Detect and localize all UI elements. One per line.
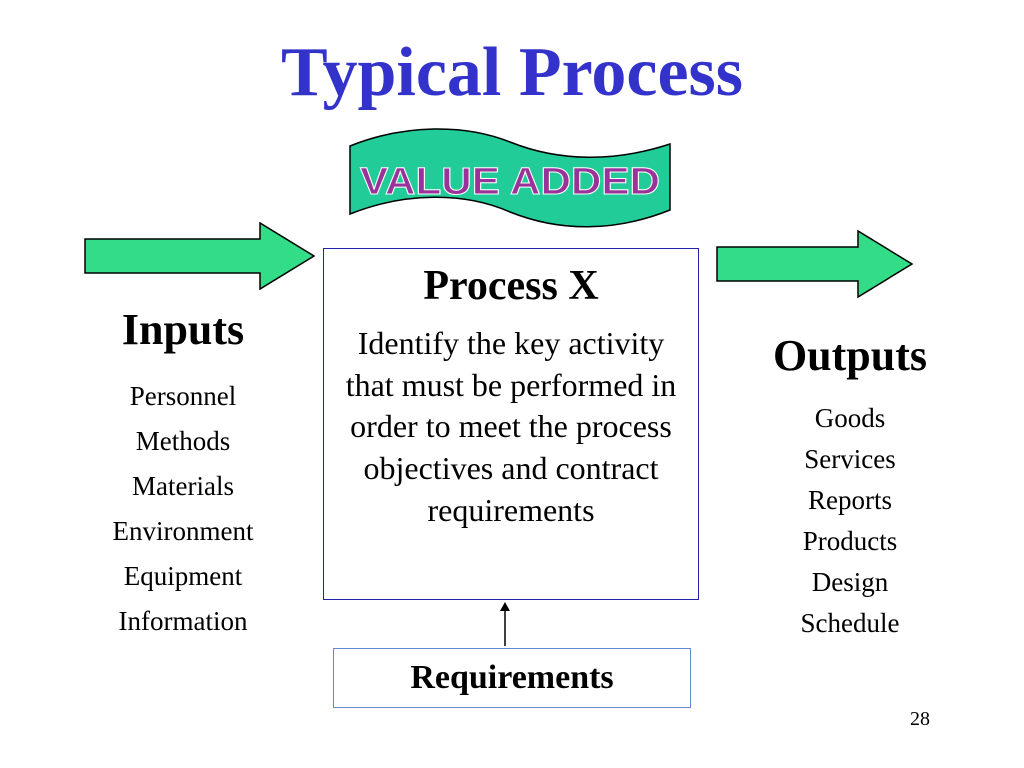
process-description: Identify the key activity that must be p… [345,325,677,528]
input-item: Environment [112,516,254,546]
outputs-list: Goods Services Reports Products Design S… [750,398,950,644]
page-number: 28 [910,708,930,730]
banner-shape [349,128,671,228]
value-added-banner: VALUE ADDED [349,128,671,228]
banner-text: VALUE ADDED [360,161,660,203]
inputs-list: Personnel Methods Materials Environment … [80,374,286,644]
input-arrow [84,221,316,291]
process-box: Process X Identify the key activity that… [323,248,699,600]
output-item: Goods [814,403,886,433]
output-item: Reports [808,485,892,515]
output-item: Services [804,444,896,474]
inputs-heading: Inputs [121,305,245,354]
outputs-heading: Outputs [772,331,928,380]
output-item: Products [802,526,898,556]
input-item: Materials [132,471,234,501]
process-title: Process X [423,263,599,309]
inputs-column: Inputs Personnel Methods Materials Envir… [80,308,286,644]
output-item: Design [811,567,889,597]
input-item: Personnel [129,381,237,411]
output-item: Schedule [800,608,900,638]
output-arrow [716,229,914,299]
input-item: Methods [135,426,231,456]
requirements-box: Requirements [333,648,691,708]
requirements-arrow [500,602,510,646]
outputs-column: Outputs Goods Services Reports Products … [750,334,950,644]
input-item: Equipment [123,561,243,591]
slide-title: Typical Process [280,34,744,111]
input-item: Information [118,606,248,636]
